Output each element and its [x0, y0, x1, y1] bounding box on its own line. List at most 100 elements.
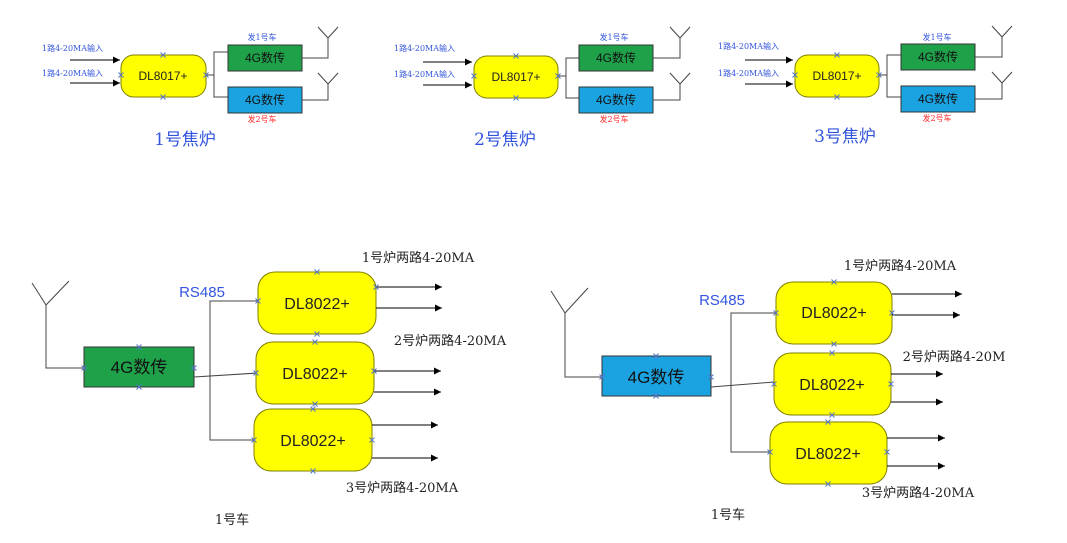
- connection-point-marker: [829, 412, 835, 418]
- rs485-bus-line: [209, 300, 258, 441]
- modem-box-blue: [227, 86, 303, 114]
- controller-label: DL8022+: [795, 446, 860, 463]
- antenna-icon: [653, 72, 691, 101]
- modem-box-green: [227, 44, 303, 72]
- connection-point-marker: [369, 437, 375, 443]
- connection-point-marker: [834, 52, 840, 58]
- connection-point-marker: [889, 310, 895, 316]
- send-label-bottom: 发2号车: [599, 114, 628, 124]
- connection-markers: [81, 52, 895, 487]
- connection-point-marker: [373, 284, 379, 290]
- input-label-1: 1路4-20MA输入: [718, 41, 779, 51]
- modem-box-green: [578, 44, 654, 72]
- link-line: [213, 75, 228, 98]
- rs485-label: RS485: [179, 284, 225, 301]
- controller-label: DL8022+: [282, 366, 347, 383]
- furnace-title: 3号焦炉: [814, 127, 876, 147]
- vehicle-group-2: 4G数传 RS485 1号炉两路4-20MA DL8022+ DL8022+ 2…: [550, 258, 1006, 523]
- modem-box-blue: [900, 85, 976, 113]
- modem-label: 4G数传: [245, 92, 285, 107]
- connection-point-marker: [708, 374, 714, 380]
- furnace-title: 1号焦炉: [154, 130, 216, 150]
- connection-point-marker: [771, 381, 777, 387]
- link-line: [565, 76, 579, 99]
- connection-point-marker: [160, 94, 166, 100]
- connection-point-marker: [310, 468, 316, 474]
- modem-label: 4G数传: [918, 49, 958, 64]
- connection-point-marker: [513, 53, 519, 59]
- controller-label: DL8017+: [812, 69, 861, 83]
- connection-point-marker: [314, 269, 320, 275]
- controller-label: DL8022+: [280, 433, 345, 450]
- input-label-2: 1路4-20MA输入: [394, 69, 455, 79]
- antenna-icon: [302, 72, 339, 101]
- connection-point-marker: [513, 95, 519, 101]
- controller-label: DL8022+: [799, 377, 864, 394]
- modem-label: 4G数传: [111, 358, 168, 377]
- modem-box-blue: [578, 86, 654, 114]
- send-label-bottom: 发2号车: [922, 113, 951, 123]
- connection-point-marker: [136, 344, 142, 350]
- connection-point-marker: [876, 72, 882, 78]
- vehicle-title: 1号车: [215, 512, 249, 528]
- controller-label: DL8017+: [138, 69, 187, 83]
- connection-point-marker: [312, 339, 318, 345]
- modem-label: 4G数传: [596, 92, 636, 107]
- input-label-1: 1路4-20MA输入: [394, 43, 455, 53]
- connection-point-marker: [555, 73, 561, 79]
- output-label-3: 3号炉两路4-20MA: [346, 480, 459, 496]
- controller-label: DL8022+: [801, 305, 866, 322]
- send-label-top: 发1号车: [247, 32, 276, 42]
- input-label-2: 1路4-20MA输入: [42, 68, 103, 78]
- connection-point-marker: [884, 449, 890, 455]
- connection-point-marker: [314, 331, 320, 337]
- rs485-bus-line: [730, 312, 776, 453]
- modem-label: 4G数传: [596, 50, 636, 65]
- connection-point-marker: [310, 406, 316, 412]
- connection-point-marker: [829, 350, 835, 356]
- modem-label: 4G数传: [918, 91, 958, 106]
- antenna-icon: [302, 26, 339, 59]
- modem-label: 4G数传: [245, 50, 285, 65]
- modem-label: 4G数传: [628, 368, 685, 387]
- rs485-bus-line: [193, 372, 259, 378]
- rs485-label: RS485: [699, 292, 745, 309]
- rs485-bus-line: [710, 381, 775, 388]
- connection-point-marker: [203, 72, 209, 78]
- send-label-top: 发1号车: [922, 32, 951, 42]
- connection-point-marker: [160, 52, 166, 58]
- antenna-icon: [653, 26, 691, 59]
- connection-point-marker: [773, 310, 779, 316]
- output-label-2: 2号炉两路4-20MA: [394, 333, 507, 349]
- connection-point-marker: [825, 481, 831, 487]
- connection-point-marker: [653, 393, 659, 399]
- link-line: [886, 75, 901, 98]
- send-label-top: 发1号车: [599, 32, 628, 42]
- antenna-icon: [975, 71, 1013, 100]
- connection-point-marker: [471, 73, 477, 79]
- connection-point-marker: [118, 72, 124, 78]
- furnace-group-2: 1路4-20MA输入 1路4-20MA输入 DL8017+ 发1号车 4G数传 …: [394, 26, 691, 150]
- furnace-title: 2号焦炉: [474, 130, 536, 150]
- modem-box-green: [900, 43, 976, 71]
- connection-point-marker: [136, 384, 142, 390]
- connection-point-marker: [191, 365, 197, 371]
- output-label-1: 1号炉两路4-20MA: [844, 258, 957, 274]
- output-label-2: 2号炉两路4-20M: [903, 349, 1006, 365]
- output-label-1: 1号炉两路4-20MA: [362, 250, 475, 266]
- connection-point-marker: [825, 419, 831, 425]
- furnace-group-1: 1路4-20MA输入 1路4-20MA输入 DL8017+ 发1号车 4G数传 …: [42, 26, 339, 150]
- connection-point-marker: [831, 341, 837, 347]
- link-line: [206, 51, 228, 76]
- connection-point-marker: [255, 298, 261, 304]
- connection-point-marker: [371, 368, 377, 374]
- link-line: [558, 57, 579, 77]
- connection-point-marker: [81, 365, 87, 371]
- furnace-group-3: 1路4-20MA输入 1路4-20MA输入 DL8017+ 发1号车 4G数传 …: [718, 25, 1013, 147]
- connection-point-marker: [251, 437, 257, 443]
- connection-point-marker: [834, 94, 840, 100]
- connection-point-marker: [767, 449, 773, 455]
- send-label-bottom: 发2号车: [247, 114, 276, 124]
- controller-label: DL8017+: [491, 70, 540, 84]
